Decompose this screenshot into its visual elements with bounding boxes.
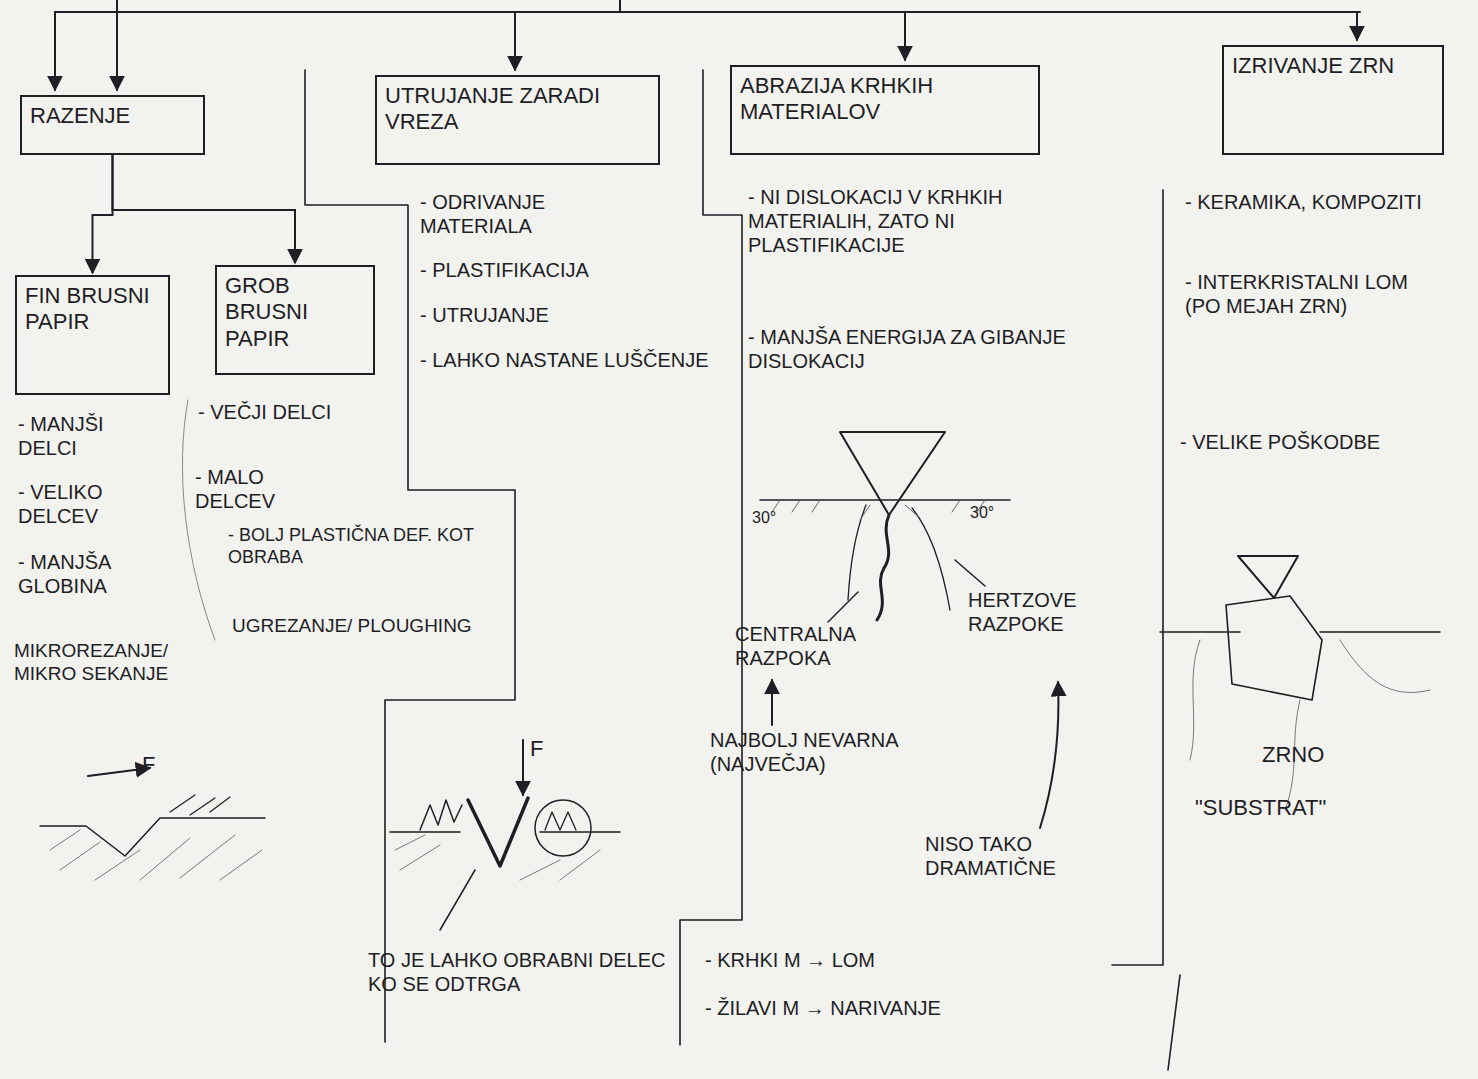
category-box: UTRUJANJE ZARADI VREZA xyxy=(375,75,660,165)
note-text: - NI DISLOKACIJ V KRHKIH MATERIALIH, ZAT… xyxy=(748,185,1078,257)
category-box: IZRIVANJE ZRN xyxy=(1222,45,1444,155)
note-text: UGREZANJE/ PLOUGHING xyxy=(232,615,472,638)
note-text: - VEČJI DELCI xyxy=(198,400,358,424)
note-text: - LAHKO NASTANE LUŠČENJE xyxy=(420,348,710,372)
box-heading: IZRIVANJE ZRN xyxy=(1232,53,1434,79)
note-text: NISO TAKO DRAMATIČNE xyxy=(925,832,1150,880)
box-heading: UTRUJANJE ZARADI VREZA xyxy=(385,83,650,136)
note-text: - KRHKI M → LOM xyxy=(705,948,1035,972)
note-text: - INTERKRISTALNI LOM (PO MEJAH ZRN) xyxy=(1185,270,1445,318)
branch-connector xyxy=(113,155,296,263)
note-text: - VELIKO DELCEV xyxy=(18,480,168,528)
box-heading: RAZENJE xyxy=(30,103,195,129)
note-text: - BOLJ PLASTIČNA DEF. KOT OBRABA xyxy=(228,525,503,568)
note-text: - MANJŠA GLOBINA xyxy=(18,550,193,598)
note-text: NAJBOLJ NEVARNA (NAJVEČJA) xyxy=(710,728,950,776)
fatigue-sketch xyxy=(390,740,620,930)
category-box: ABRAZIJA KRHKIH MATERIALOV xyxy=(730,65,1040,155)
note-text: - MANJŠA ENERGIJA ZA GIBANJE DISLOKACIJ xyxy=(748,325,1153,373)
note-text: - MALO DELCEV xyxy=(195,465,345,513)
note-text: 30° xyxy=(752,508,802,527)
note-text: ZRNO xyxy=(1262,742,1362,768)
note-text: 30° xyxy=(970,503,1020,522)
note-text: - ODRIVANJE MATERIALA xyxy=(420,190,630,238)
box-heading: FIN BRUSNI PAPIR xyxy=(25,283,160,336)
column-separators xyxy=(182,70,1180,1070)
category-box: FIN BRUSNI PAPIR xyxy=(15,275,170,395)
grain-sketch xyxy=(1160,556,1440,810)
box-heading: ABRAZIJA KRHKIH MATERIALOV xyxy=(740,73,1030,126)
note-text: TO JE LAHKO OBRABNI DELEC KO SE ODTRGA xyxy=(368,948,668,996)
note-text: F xyxy=(530,736,560,762)
note-text: MIKROREZANJE/ MIKRO SEKANJE xyxy=(14,640,229,686)
note-text: - MANJŠI DELCI xyxy=(18,412,168,460)
branch-connector xyxy=(93,155,113,273)
microcutting-sketch xyxy=(40,768,265,880)
note-text: CENTRALNA RAZPOKA xyxy=(735,622,905,670)
note-text: F xyxy=(142,752,172,778)
note-text: - VELIKE POŠKODBE xyxy=(1180,430,1450,454)
note-text: HERTZOVE RAZPOKE xyxy=(968,588,1128,636)
note-text: - UTRUJANJE xyxy=(420,303,680,327)
note-text: - KERAMIKA, KOMPOZITI xyxy=(1185,190,1435,214)
top-branch xyxy=(55,0,1360,90)
note-text: - PLASTIFIKACIJA xyxy=(420,258,710,282)
box-heading: GROB BRUSNI PAPIR xyxy=(225,273,365,352)
category-box: GROB BRUSNI PAPIR xyxy=(215,265,375,375)
category-box: RAZENJE xyxy=(20,95,205,155)
note-text: - ŽILAVI M → NARIVANJE xyxy=(705,996,1085,1020)
note-text: "SUBSTRAT" xyxy=(1195,795,1455,821)
